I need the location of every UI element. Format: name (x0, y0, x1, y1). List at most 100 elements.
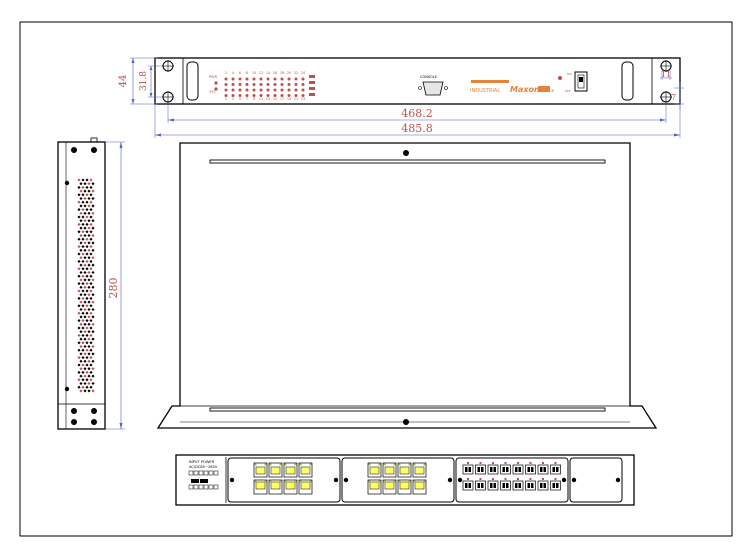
vent-hole (89, 348, 93, 352)
vent-hole (91, 337, 95, 341)
fiber-port (462, 480, 474, 491)
port-led (231, 88, 235, 92)
vent-hole (91, 211, 95, 215)
port-led (301, 77, 305, 81)
vent-hole (77, 356, 81, 360)
vent-hole (79, 248, 83, 252)
vent-hole (85, 341, 89, 345)
vent-hole (89, 267, 93, 271)
vent-hole (89, 385, 93, 389)
rj45-link-led (254, 480, 257, 483)
vent-hole (79, 196, 83, 201)
fiber-port (537, 480, 549, 491)
fiber-led (492, 478, 494, 480)
vent-hole (91, 330, 95, 334)
port-led (294, 83, 298, 86)
fiber-core (540, 483, 543, 488)
dim-slot: 11 7 (660, 70, 684, 110)
fiber-port (500, 464, 511, 475)
vent-hole (85, 178, 89, 182)
vent-hole (89, 319, 93, 323)
port-led (294, 88, 298, 92)
vent-hole (77, 370, 81, 374)
port-led (287, 77, 291, 81)
fiber-port (475, 480, 486, 491)
fiber-led (542, 478, 544, 480)
vent-hole (87, 374, 91, 378)
vent-hole (87, 285, 91, 289)
port-number-label: 18 (280, 71, 284, 75)
vent-hole (79, 381, 83, 386)
dim-11-text: 11 (661, 70, 671, 79)
port-led (259, 77, 263, 81)
port-led (301, 83, 305, 86)
ground-terminal (191, 479, 199, 483)
port-number-label: 21 (294, 97, 298, 101)
ground-terminal (200, 479, 208, 483)
fiber-core (490, 467, 493, 472)
led-legend (309, 75, 315, 96)
dim-height-44: 44 (118, 57, 158, 105)
fiber-core (468, 483, 471, 488)
vent-hole (81, 230, 85, 234)
vent-hole (79, 330, 83, 334)
vent-hole (83, 278, 87, 282)
fiber-core (477, 467, 480, 472)
vent-hole (81, 245, 85, 249)
dim-44-text: 44 (118, 75, 129, 88)
vent-hole (87, 322, 91, 326)
vent-hole (81, 252, 85, 256)
port-led (224, 88, 228, 92)
fiber-port (525, 464, 536, 475)
terminal-screw (213, 484, 219, 490)
fiber-core (531, 467, 534, 472)
rj45-link-led (368, 480, 371, 483)
vent-hole (89, 304, 93, 308)
vent-hole (87, 270, 91, 275)
terminal-screw (188, 484, 194, 490)
dim-485-8-text: 485.8 (401, 122, 433, 135)
vent-hole (87, 241, 91, 245)
vent-hole (81, 363, 85, 367)
dim-depth-280: 280 (105, 141, 125, 430)
rj45-port (412, 462, 427, 478)
port-number-label: 3 (232, 97, 234, 101)
rj45-act-led (408, 480, 411, 483)
rj45-port (412, 479, 427, 495)
terminal-screw (203, 470, 209, 476)
vent-hole (91, 322, 95, 326)
vent-hole (81, 370, 85, 374)
port-led (245, 88, 249, 92)
port-led (294, 94, 298, 97)
vent-hole (83, 344, 87, 349)
port-led (259, 88, 263, 92)
vent-hole (91, 248, 95, 252)
rj45-act-led (423, 480, 426, 483)
rj45-link-led (284, 480, 287, 483)
vent-hole (89, 289, 93, 293)
rj45-link-led (398, 480, 401, 483)
rj45-port (367, 479, 382, 495)
vent-hole (91, 344, 95, 349)
vent-hole (85, 311, 89, 315)
vent-hole (79, 359, 83, 363)
port-led (245, 94, 249, 97)
fiber-led (467, 462, 469, 464)
vent-hole (81, 378, 85, 382)
rj45-jack (414, 481, 425, 490)
vent-hole (87, 359, 91, 363)
vent-hole (79, 219, 83, 223)
rj45-jack (384, 466, 395, 475)
side-vent-holes (77, 178, 95, 393)
fiber-led (529, 478, 532, 480)
vent-hole (83, 219, 87, 223)
fiber-core (465, 483, 468, 488)
vent-hole (89, 296, 93, 300)
off-label: OFF (565, 89, 571, 93)
fiber-led (467, 478, 469, 480)
rj45-jack (255, 481, 266, 490)
vent-hole (77, 341, 81, 345)
vent-hole (91, 359, 95, 363)
vent-hole (79, 337, 83, 341)
rj45-port (382, 479, 397, 495)
